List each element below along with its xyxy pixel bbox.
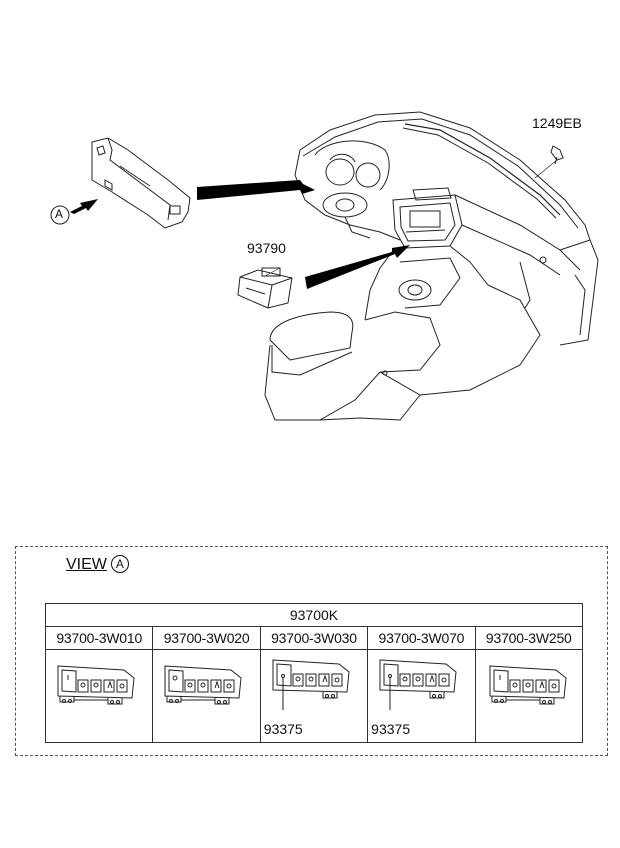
dashboard-drawing [264, 111, 599, 421]
part-label-1249eb: 1249EB [532, 115, 582, 131]
switch-panel-drawing [164, 665, 242, 705]
switch-assembly-drawing [91, 137, 191, 229]
view-a-panel [15, 546, 608, 756]
switch-panel-drawing [272, 659, 350, 710]
variant-code: 93700-3W070 [367, 626, 476, 650]
variant-drawing-cell [152, 649, 261, 743]
variants-table: 93700K 93700-3W010 93700-3W020 93700-3W0… [44, 603, 584, 743]
view-a-marker [50, 205, 70, 225]
variant-drawing-cell [44, 649, 154, 743]
variant-drawing-cell [474, 649, 584, 743]
switch-panel-drawing [489, 665, 567, 705]
assembly-number: 93700K [45, 603, 583, 627]
variant-drawing-cell: 93375 [367, 649, 476, 743]
view-a-marker-letter: A [55, 207, 64, 221]
sub-part-label: 93375 [371, 721, 411, 737]
variant-code: 93700-3W020 [152, 626, 261, 650]
switch-panel-drawing [379, 659, 457, 710]
variant-code: 93700-3W030 [259, 626, 369, 650]
variant-drawing-cell: 93375 [259, 649, 369, 743]
view-marker-circle: A [110, 555, 129, 573]
variant-code: 93700-3W250 [474, 626, 584, 650]
sub-part-label: 93375 [263, 721, 303, 737]
variant-code: 93700-3W010 [44, 626, 154, 650]
part-label-93790: 93790 [247, 240, 286, 256]
callout-arrows [70, 180, 410, 289]
module-93790-drawing [237, 267, 293, 309]
view-title-text: VIEW [66, 556, 107, 573]
switch-panel-drawing [57, 665, 135, 705]
